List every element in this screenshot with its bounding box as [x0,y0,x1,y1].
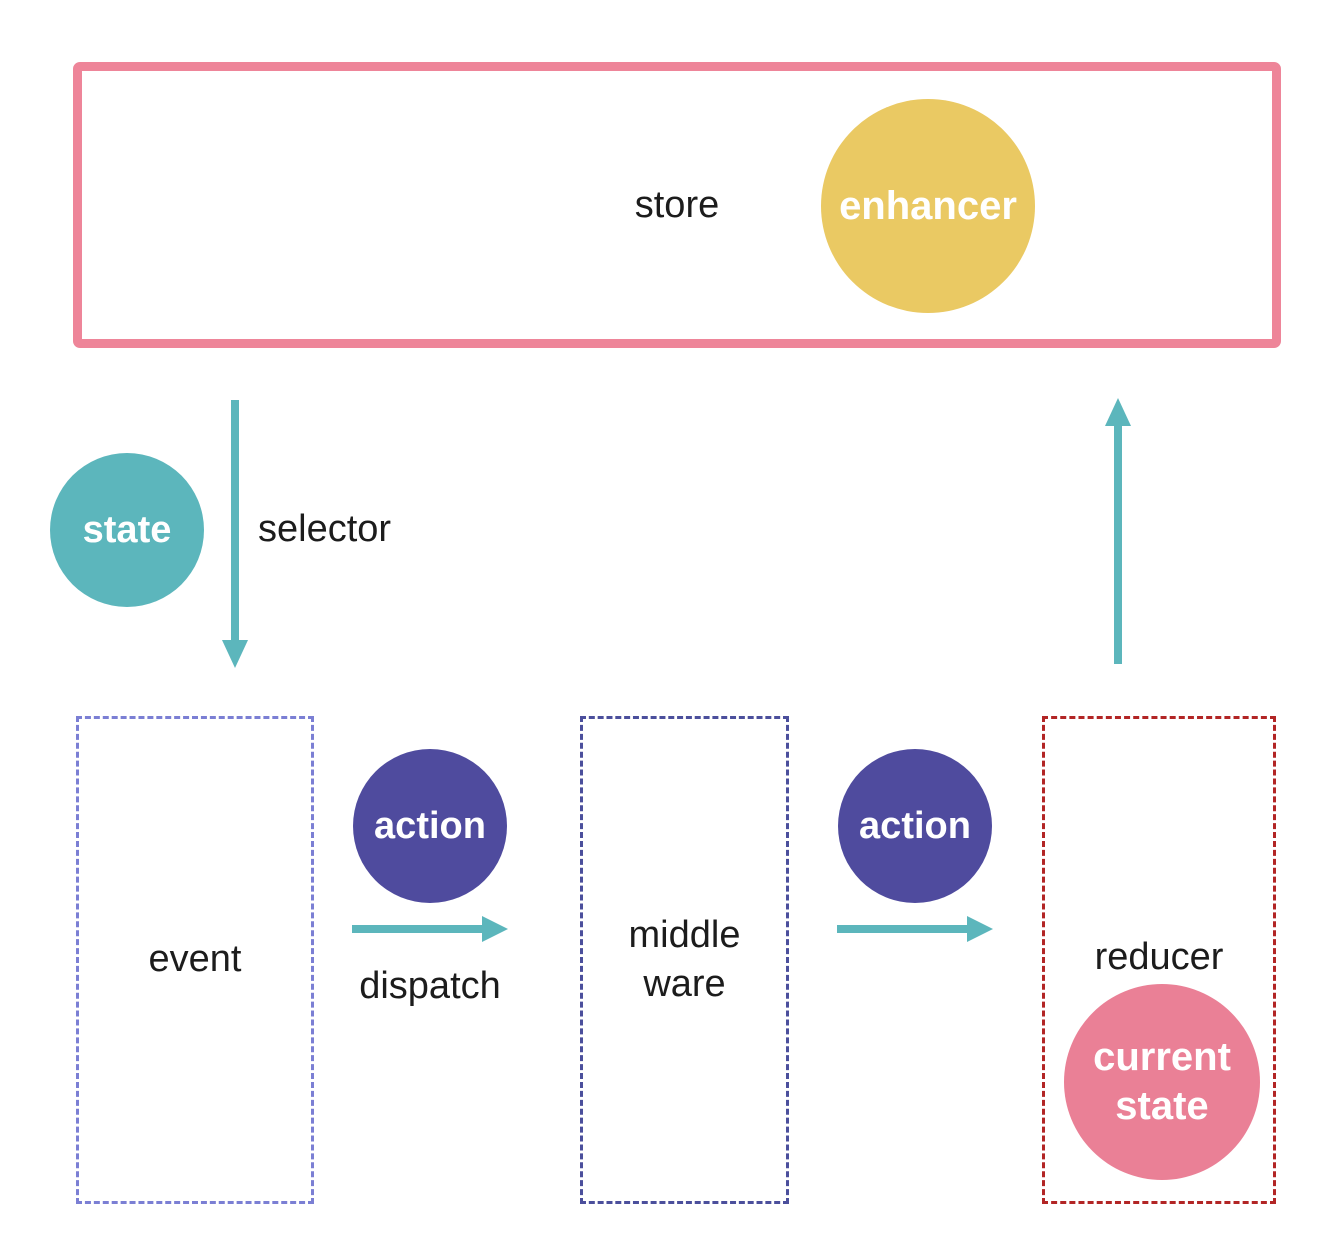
return-up-arrow-icon [1104,398,1132,664]
enhancer-label: enhancer [839,183,1017,228]
action-circle-left: action [353,749,507,903]
reducer-box [1042,716,1276,1204]
action-right-arrow-icon [837,915,993,943]
dispatch-label: dispatch [359,965,501,1008]
state-circle: state [50,453,204,607]
middleware-label-line1: middle [628,913,741,956]
current-state-circle: current state [1064,984,1260,1180]
selector-down-arrow-icon [221,400,249,668]
dispatch-right-arrow-icon [352,915,508,943]
middleware-box [580,716,789,1204]
middleware-label-line2: ware [643,963,726,1005]
middleware-label: middle ware [580,905,789,1015]
current-state-label-line1: current [1093,1035,1231,1080]
enhancer-circle: enhancer [821,99,1035,313]
current-state-label-line2: state [1115,1084,1209,1128]
action-left-label: action [374,804,486,847]
store-box [73,62,1281,348]
event-box [76,716,314,1204]
action-circle-right: action [838,749,992,903]
state-label: state [82,508,172,551]
action-right-label: action [859,804,971,847]
reducer-label: reducer [1094,936,1224,979]
event-label: event [148,938,242,981]
store-label: store [634,184,720,227]
selector-label: selector [258,508,392,551]
